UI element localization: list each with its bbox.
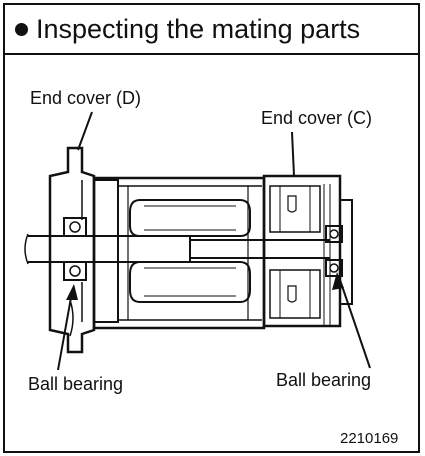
leader-ball-bearing-right <box>339 279 371 369</box>
ball-bearing-right-upper <box>325 225 343 243</box>
label-ball-bearing-right: Ball bearing <box>276 370 372 390</box>
ball-bearing-left-upper <box>63 217 87 237</box>
figure-title: Inspecting the mating parts <box>36 13 361 44</box>
leader-end-cover-c <box>291 131 295 177</box>
leader-end-cover-d <box>77 111 93 151</box>
label-end-cover-d: End cover (D) <box>30 88 142 108</box>
leader-arrowheads <box>66 272 344 300</box>
leader-ball-bearing-left <box>57 291 73 371</box>
figure-frame: Inspecting the mating parts <box>3 3 420 453</box>
end-cover-c <box>262 174 353 328</box>
ball-bearing-left-lower <box>63 261 87 281</box>
figure-code: 2210169 <box>340 430 399 447</box>
bullet-icon <box>15 22 28 36</box>
leader-lines <box>57 111 371 371</box>
title-bar: Inspecting the mating parts <box>5 5 418 55</box>
ball-bearing-right-lower <box>325 259 343 277</box>
rotor-windings <box>129 199 251 303</box>
arrowhead-right-icon <box>332 272 344 290</box>
shaft <box>24 233 330 265</box>
label-end-cover-c: End cover (C) <box>261 108 373 128</box>
label-ball-bearing-left: Ball bearing <box>28 374 124 394</box>
arrowhead-left-icon <box>66 284 78 300</box>
